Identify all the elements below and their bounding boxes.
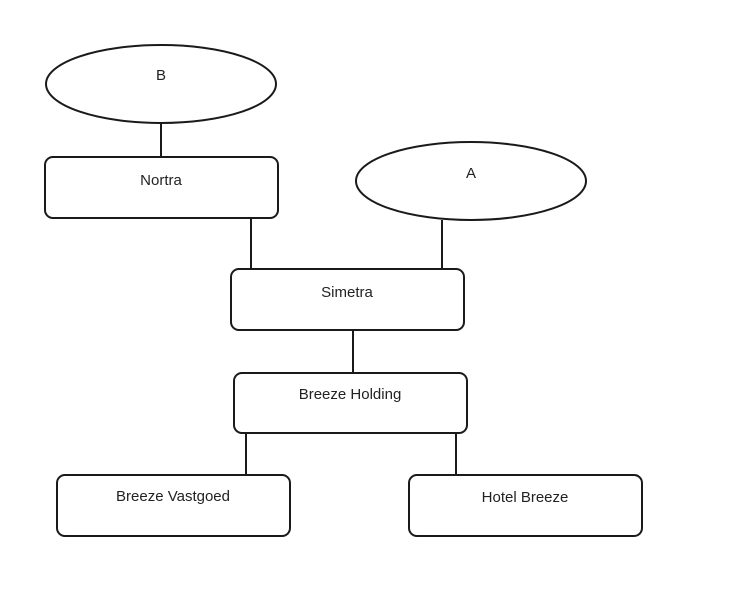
- node-nortra-box: [44, 156, 279, 219]
- node-breeze-vastgoed-box: [56, 474, 291, 537]
- node-breeze-holding-label: Breeze Holding: [299, 386, 402, 403]
- node-b-ellipse: [45, 44, 277, 124]
- node-hotel-breeze-box: [408, 474, 643, 537]
- node-simetra: Simetra: [230, 268, 465, 331]
- node-simetra-box: [230, 268, 465, 331]
- node-hotel-breeze: Hotel Breeze: [408, 474, 643, 537]
- node-b: B: [45, 44, 277, 124]
- node-breeze-holding: Breeze Holding: [233, 372, 468, 434]
- node-simetra-label: Simetra: [321, 284, 373, 301]
- node-breeze-vastgoed: Breeze Vastgoed: [56, 474, 291, 537]
- node-nortra: Nortra: [44, 156, 279, 219]
- node-a-ellipse: [355, 141, 587, 221]
- node-nortra-label: Nortra: [140, 172, 182, 189]
- node-breeze-vastgoed-label: Breeze Vastgoed: [116, 488, 230, 505]
- node-breeze-holding-box: [233, 372, 468, 434]
- node-a: A: [355, 141, 587, 221]
- node-hotel-breeze-label: Hotel Breeze: [482, 489, 569, 506]
- node-a-label: A: [466, 165, 476, 182]
- node-b-label: B: [156, 67, 166, 84]
